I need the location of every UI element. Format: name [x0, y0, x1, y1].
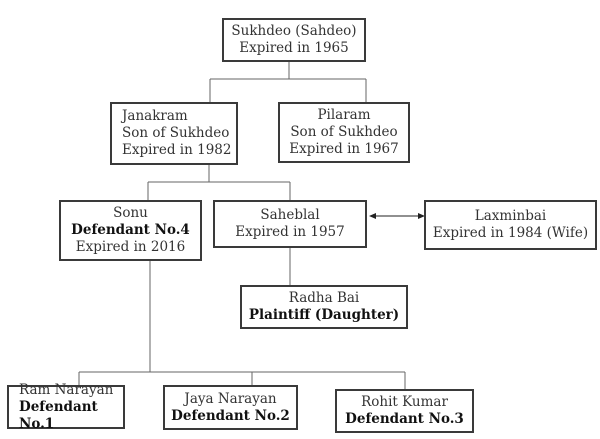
node-note: Expired in 1967 — [289, 141, 399, 157]
node-ram-narayan: Ram Narayan Defendant No.1 — [7, 381, 125, 432]
node-name: Janakram — [122, 108, 188, 124]
node-sukhdeo: Sukhdeo (Sahdeo) Expired in 1965 — [222, 18, 366, 62]
arrow-head-left — [369, 213, 376, 219]
node-relation: Son of Sukhdeo — [122, 125, 230, 141]
node-note: Expired in 1965 — [239, 40, 349, 56]
node-jaya-narayan: Jaya Narayan Defendant No.2 — [163, 385, 298, 430]
node-role: Defendant No.4 — [71, 222, 190, 238]
node-name: Radha Bai — [288, 290, 360, 306]
node-note: Expired in 1957 — [235, 224, 345, 240]
node-name: Saheblal — [260, 207, 320, 223]
node-pilaram: Pilaram Son of Sukhdeo Expired in 1967 — [278, 102, 410, 163]
node-sonu: Sonu Defendant No.4 Expired in 2016 — [59, 200, 202, 261]
node-note: Expired in 1982 — [122, 142, 232, 158]
node-name: Sukhdeo (Sahdeo) — [231, 23, 357, 39]
node-janakram: Janakram Son of Sukhdeo Expired in 1982 — [110, 102, 238, 165]
node-note: Expired in 1984 (Wife) — [432, 225, 589, 241]
node-radha-bai: Radha Bai Plaintiff (Daughter) — [240, 285, 408, 329]
arrow-head-right — [418, 213, 425, 219]
node-role: Plaintiff (Daughter) — [248, 307, 400, 323]
node-rohit-kumar: Rohit Kumar Defendant No.3 — [335, 389, 474, 433]
node-name: Pilaram — [317, 107, 371, 123]
node-role: Defendant No.1 — [19, 398, 98, 432]
node-name: Rohit Kumar — [361, 394, 448, 410]
node-name: Ram Narayan — [19, 381, 114, 398]
node-relation: Son of Sukhdeo — [290, 124, 398, 140]
node-saheblal: Saheblal Expired in 1957 — [213, 200, 367, 248]
node-laxminbai: Laxminbai Expired in 1984 (Wife) — [424, 200, 597, 250]
node-note: Expired in 2016 — [75, 239, 186, 255]
node-name: Laxminbai — [474, 208, 547, 224]
node-name: Jaya Narayan — [184, 390, 277, 407]
node-name: Sonu — [113, 205, 148, 221]
node-role: Defendant No.3 — [345, 411, 464, 427]
node-role: Defendant No.2 — [171, 407, 290, 424]
